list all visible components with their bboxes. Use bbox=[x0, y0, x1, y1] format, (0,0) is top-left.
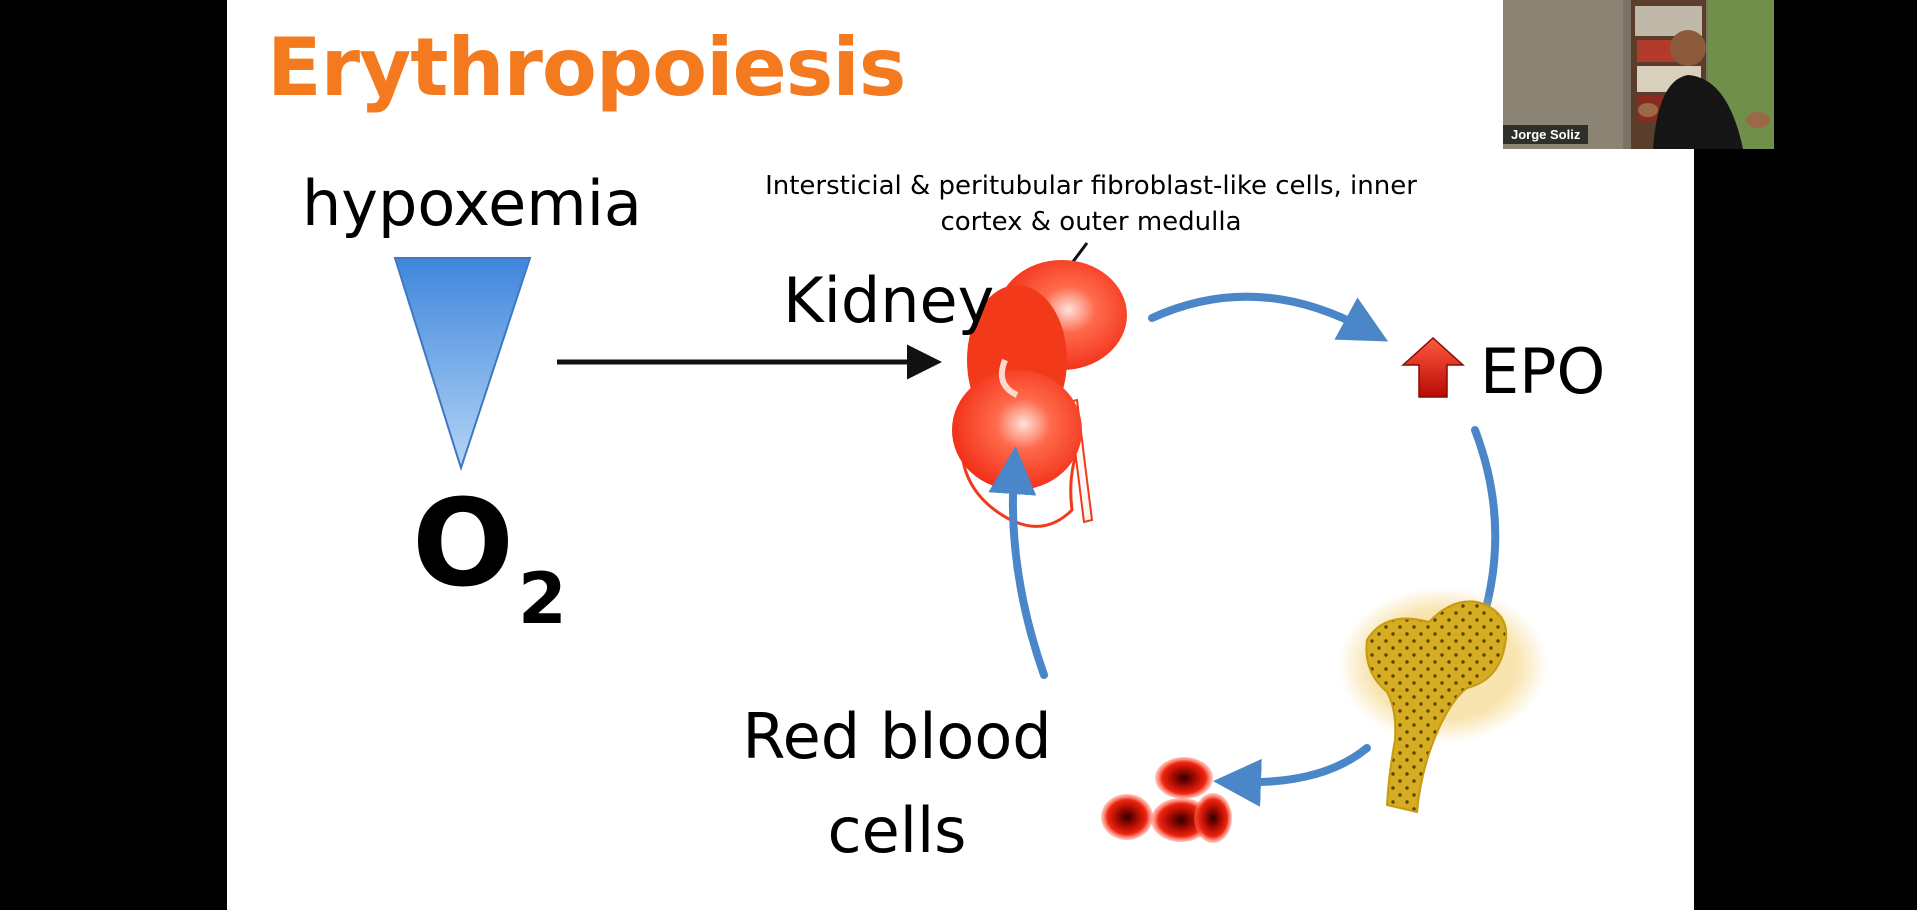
rbc-to-kidney-arrow bbox=[988, 446, 1048, 679]
kidney-icon bbox=[952, 260, 1127, 528]
erythropoiesis-diagram bbox=[393, 242, 1548, 843]
red-blood-cells-icon bbox=[1101, 757, 1232, 843]
down-triangle-icon bbox=[393, 257, 532, 472]
kidney-to-epo-arrow bbox=[1148, 292, 1389, 342]
epo-label: EPO bbox=[1480, 335, 1606, 408]
red-blood-cells-label: Red blood cells bbox=[742, 700, 1052, 867]
o2-main: O bbox=[412, 475, 515, 614]
o2-label: O2 bbox=[412, 485, 567, 641]
participant-video-feed bbox=[1503, 0, 1774, 149]
presentation-slide: Erythropoiesis bbox=[227, 0, 1694, 910]
hypoxemia-label: hypoxemia bbox=[302, 167, 642, 240]
up-arrow-icon bbox=[1401, 336, 1465, 398]
marrow-to-rbc-arrow bbox=[1213, 744, 1371, 807]
slide-title: Erythropoiesis bbox=[267, 21, 906, 114]
o2-subscript: 2 bbox=[518, 558, 567, 640]
cells-note: Intersticial & peritubular fibroblast-li… bbox=[765, 171, 1417, 237]
participant-video-tile[interactable]: Jorge Soliz bbox=[1503, 0, 1774, 149]
participant-name-tag: Jorge Soliz bbox=[1503, 125, 1589, 144]
bone-icon bbox=[1338, 587, 1548, 814]
kidney-label: Kidney bbox=[783, 264, 995, 337]
